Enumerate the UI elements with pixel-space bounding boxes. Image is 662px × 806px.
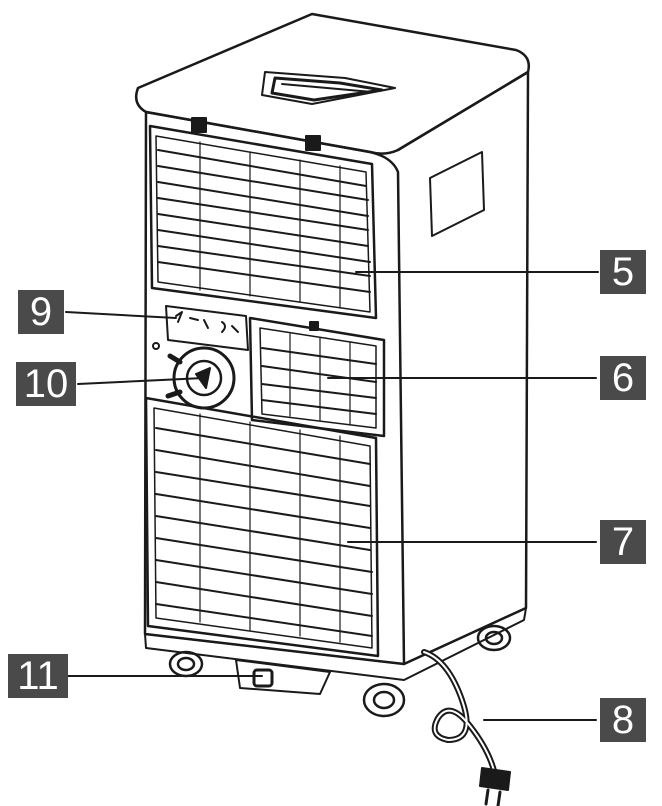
callout-8: 8 xyxy=(600,698,646,742)
callout-10: 10 xyxy=(16,362,76,406)
upper-air-grille xyxy=(148,124,378,320)
power-cord xyxy=(421,649,511,806)
unit-front-face xyxy=(143,110,406,666)
filter-frame xyxy=(248,316,386,438)
leader-10 xyxy=(77,377,205,385)
callout-5: 5 xyxy=(600,250,646,294)
drain-port xyxy=(235,659,331,695)
leader-9 xyxy=(65,311,177,319)
callout-11: 11 xyxy=(8,654,68,698)
callout-9: 9 xyxy=(18,290,64,334)
leader-lines xyxy=(65,271,599,721)
control-panel xyxy=(152,305,249,351)
callout-7: 7 xyxy=(600,520,646,564)
callout-6: 6 xyxy=(600,356,646,400)
lower-air-grille xyxy=(144,396,380,658)
top-clip-left xyxy=(191,117,207,133)
caster-wheels xyxy=(168,624,512,718)
unit-base xyxy=(144,607,527,681)
top-clip-right xyxy=(305,135,321,151)
side-handle xyxy=(429,151,485,237)
top-handle-slot xyxy=(261,71,396,105)
unit-top xyxy=(135,12,530,155)
